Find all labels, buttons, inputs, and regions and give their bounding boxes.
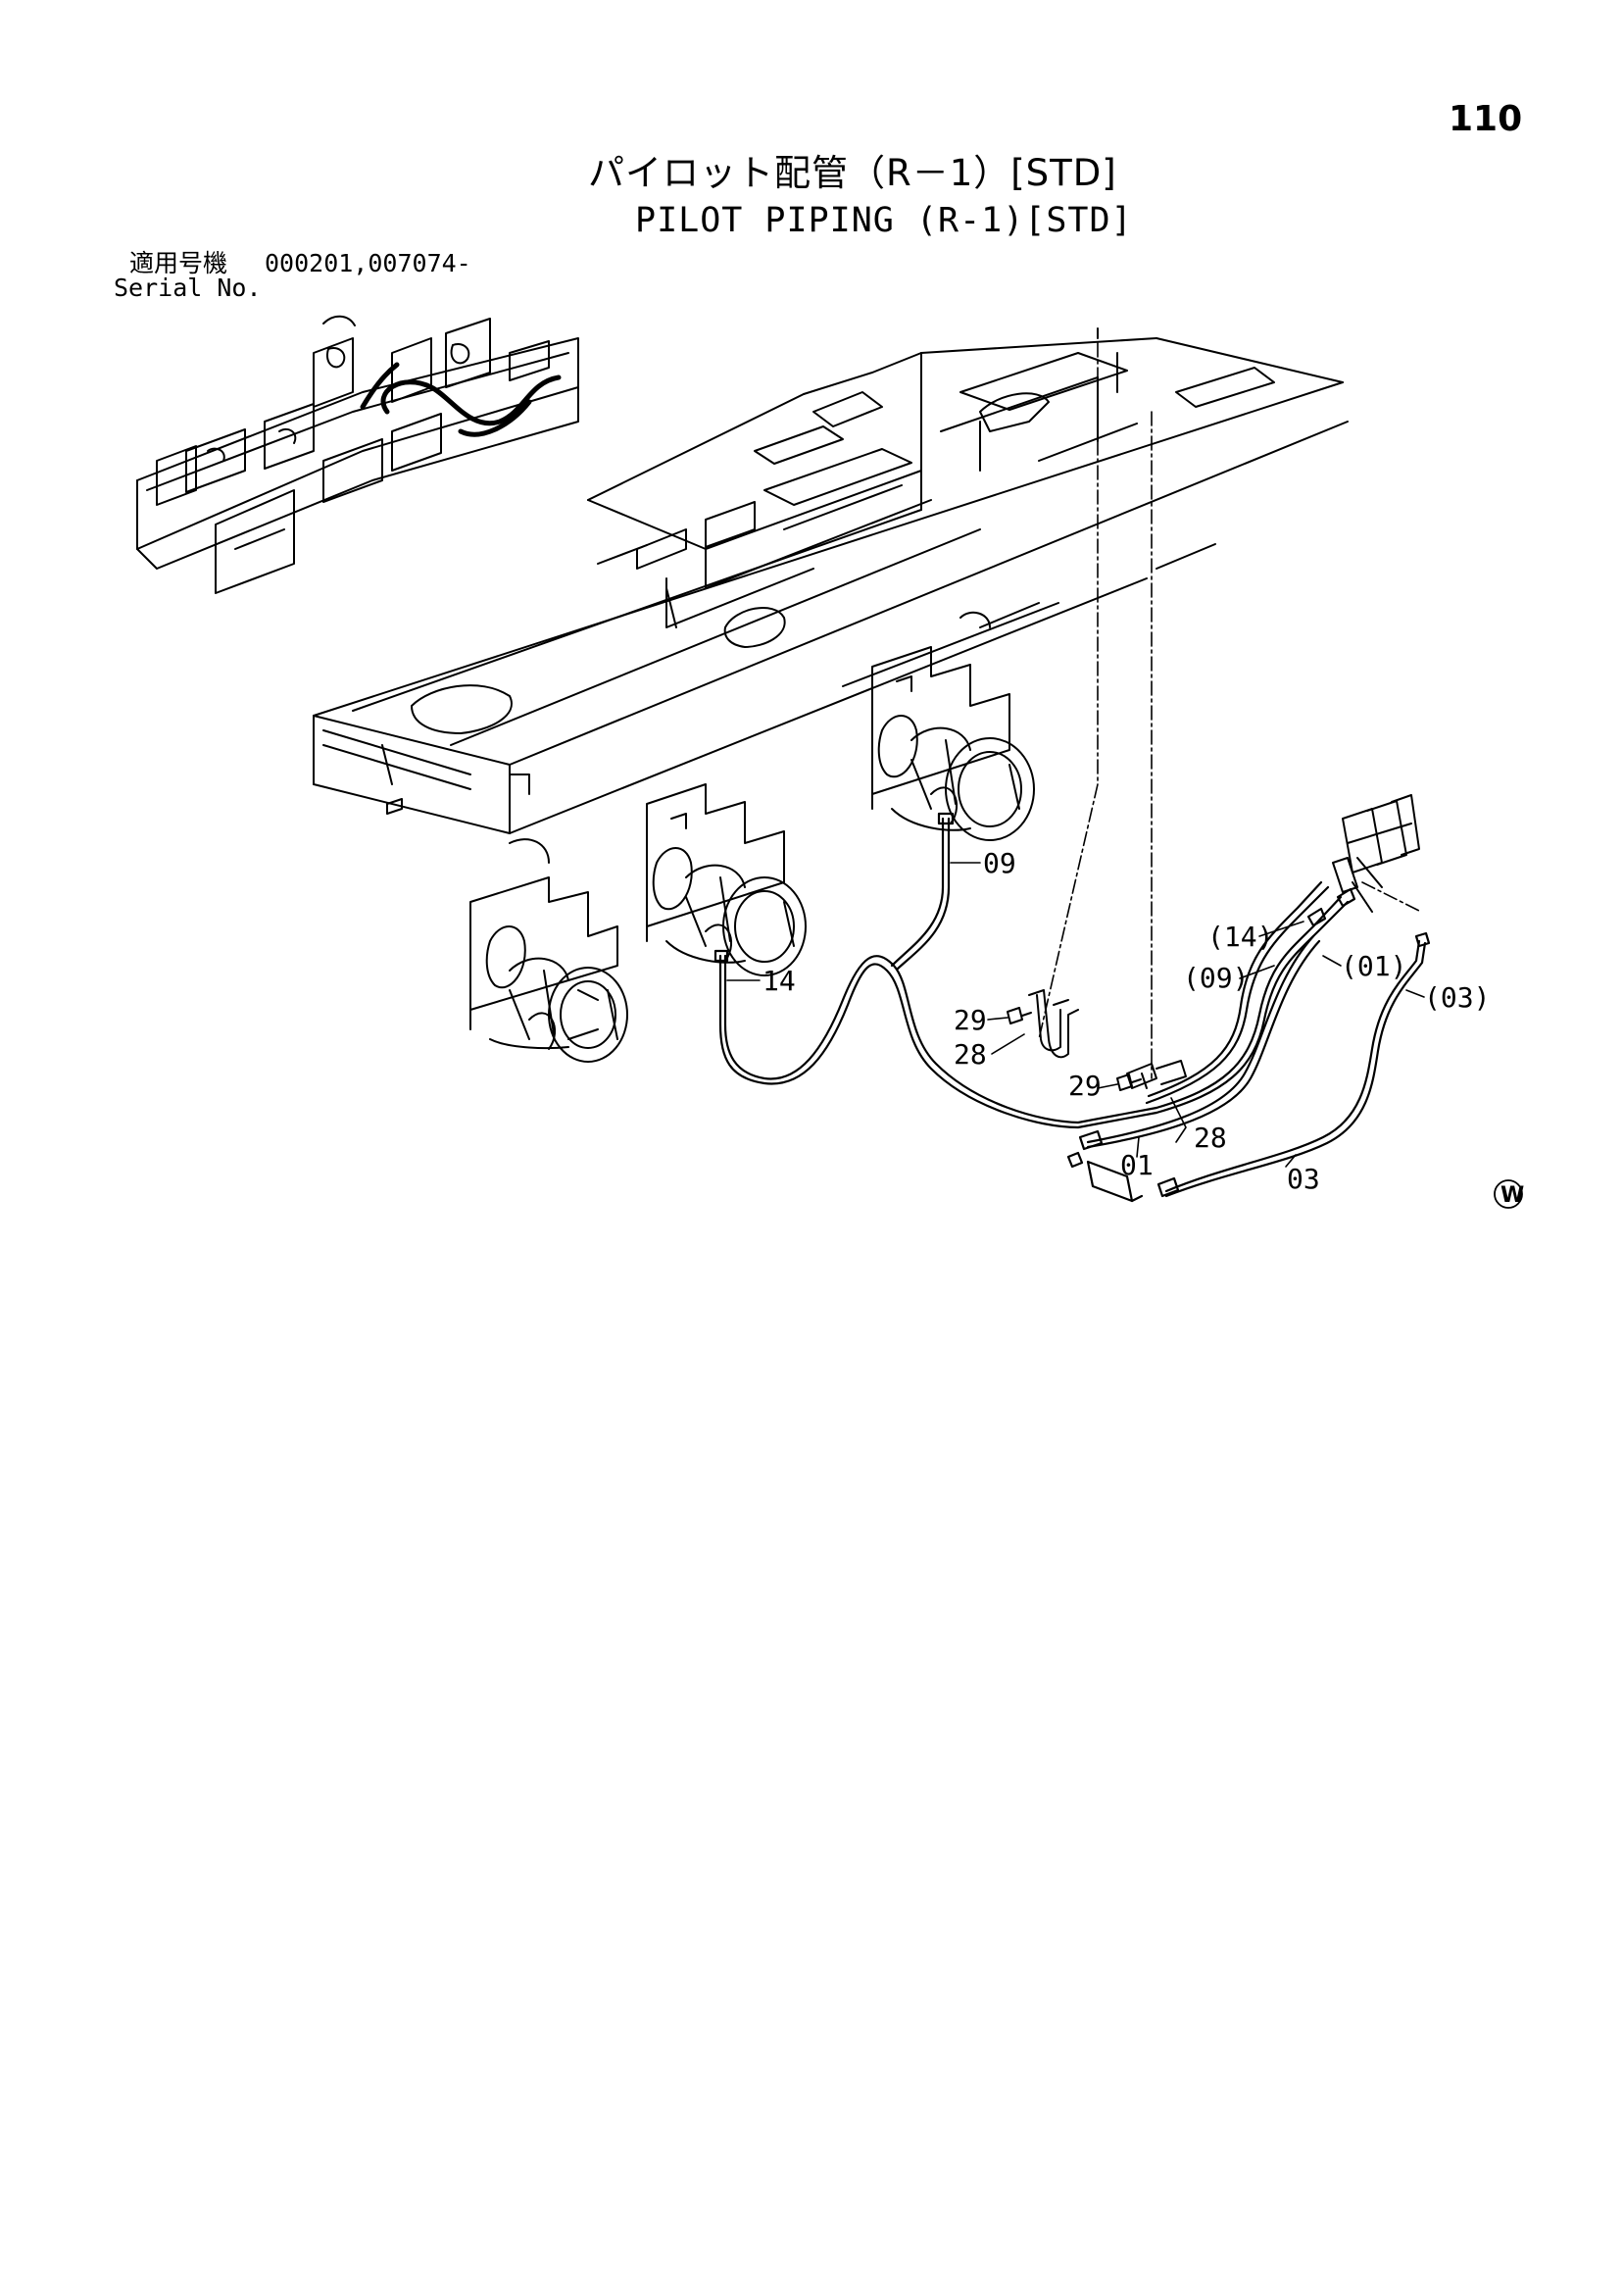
- callout-03: 03: [1287, 1163, 1320, 1195]
- routing-dashed-lines: [1038, 342, 1422, 1079]
- title-japanese: パイロット配管（R－1）[STD]: [588, 152, 1117, 194]
- callout-09: 09: [983, 847, 1016, 879]
- title-english: PILOT PIPING (R-1)[STD]: [635, 201, 1133, 240]
- leader-lines: [726, 862, 1425, 1168]
- w-mark-letter: W: [1500, 1183, 1524, 1208]
- callout-28-upper: 28: [954, 1038, 987, 1071]
- main-frame-drawing: [313, 337, 1349, 864]
- callout-14: 14: [762, 965, 796, 997]
- callout-14-ref: (14): [1207, 921, 1273, 953]
- callout-29-lower: 29: [1068, 1070, 1102, 1102]
- callout-01: 01: [1120, 1149, 1154, 1181]
- inset-harness: [360, 362, 562, 437]
- serial-value: 000201,007074-: [265, 249, 471, 277]
- bolt-29-lower: [1116, 1073, 1142, 1091]
- callout-09-ref: (09): [1183, 962, 1249, 994]
- serial-label-en: Serial No.: [114, 274, 262, 302]
- callout-28-lower: 28: [1194, 1122, 1227, 1154]
- callout-03-ref: (03): [1424, 981, 1490, 1014]
- bolt-29-upper: [1007, 1007, 1032, 1024]
- travel-motor-right: [871, 646, 1035, 841]
- travel-motor-middle: [646, 783, 807, 976]
- travel-motor-left: [469, 876, 628, 1063]
- page-number: 110: [1449, 99, 1523, 139]
- serial-label-ja: 適用号機: [129, 249, 228, 277]
- pilot-hoses: [713, 812, 1431, 1203]
- w-circle-mark-icon: [1494, 1179, 1523, 1209]
- callout-29-upper: 29: [954, 1004, 987, 1036]
- pilot-valve-drawing: [1332, 794, 1420, 913]
- inset-overview-drawing: [136, 315, 579, 594]
- bracket-28-upper: [1028, 989, 1079, 1059]
- callout-01-ref: (01): [1341, 950, 1406, 982]
